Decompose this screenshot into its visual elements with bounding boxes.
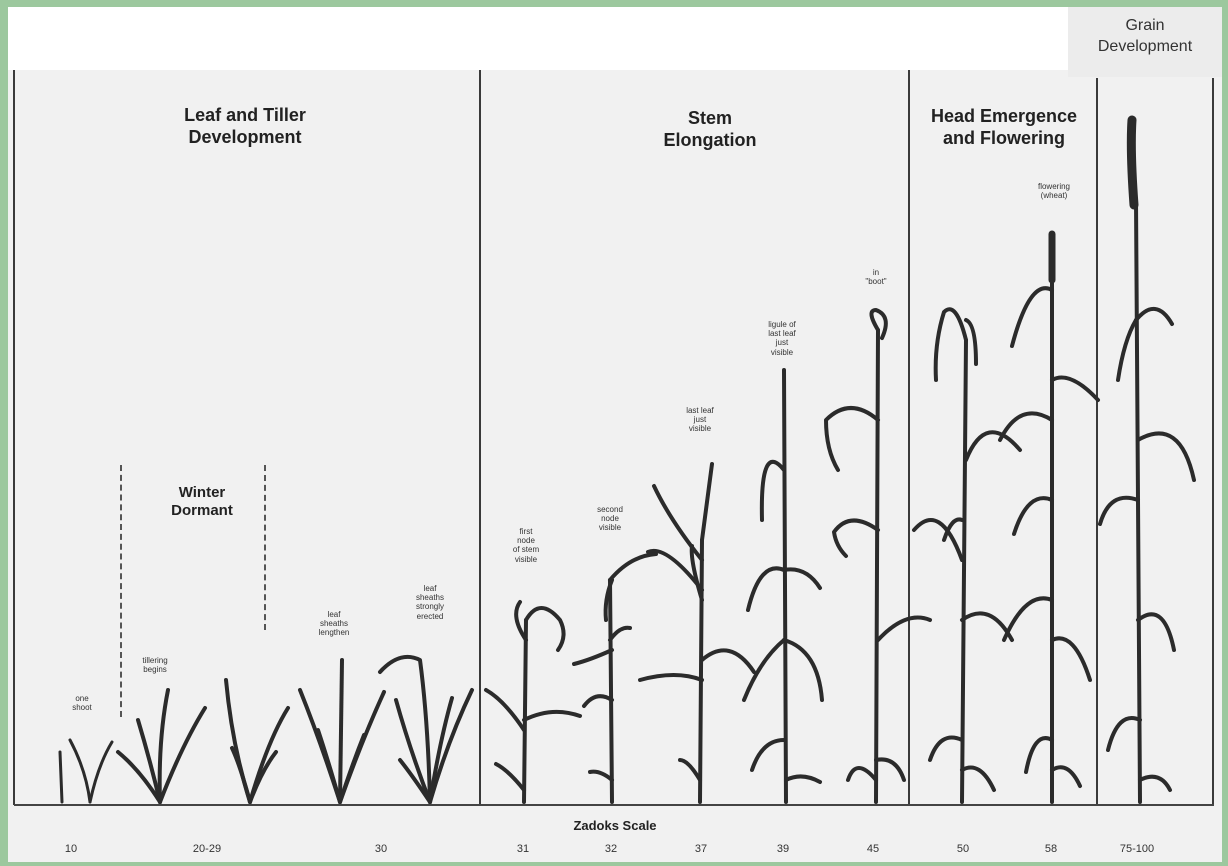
axis-label-zadoks: Zadoks Scale [573, 818, 657, 833]
plant-stage-75-100 [1098, 115, 1196, 804]
note-boot: in "boot" [865, 268, 887, 287]
note-ligule: ligule of last leaf just visible [768, 320, 796, 357]
note-last-leaf: last leaf just visible [686, 406, 714, 434]
plant-stage-10 [58, 738, 114, 804]
plant-stage-32 [572, 552, 658, 804]
left-border-line [13, 70, 15, 805]
plant-stage-30b [378, 655, 474, 804]
tick-20-29: 20-29 [192, 843, 222, 855]
dormant-start-dashed [120, 465, 122, 717]
plant-stage-58 [998, 230, 1100, 804]
note-second-node: second node visible [597, 505, 623, 533]
diagram-paper [8, 70, 1222, 862]
tick-45: 45 [866, 843, 880, 855]
section-title-head: Head Emergence and Flowering [930, 106, 1078, 148]
tick-37: 37 [694, 843, 708, 855]
section-title-leaf-tiller: Leaf and Tiller Development [184, 105, 306, 147]
grain-header-box [1068, 7, 1222, 77]
tick-50: 50 [956, 843, 970, 855]
plant-stage-39 [742, 368, 824, 804]
tick-39: 39 [776, 843, 790, 855]
plant-stage-20-29 [116, 688, 207, 804]
tick-31: 31 [516, 843, 530, 855]
dormant-end-dashed [264, 465, 266, 630]
right-border-line [1212, 78, 1214, 805]
plant-stage-31 [484, 600, 582, 804]
note-one-shoot: one shoot [72, 694, 92, 713]
divider-stem [479, 70, 481, 805]
tick-10: 10 [64, 843, 78, 855]
plant-stage-37 [638, 462, 756, 804]
tick-32: 32 [604, 843, 618, 855]
divider-head [908, 70, 910, 805]
tick-58: 58 [1044, 843, 1058, 855]
note-sheaths-lengthen: leaf sheaths lengthen [318, 610, 350, 638]
divider-grain [1096, 78, 1098, 805]
plant-stage-20-29b [224, 678, 290, 804]
section-title-stem: Stem Elongation [663, 108, 757, 150]
note-flowering: flowering (wheat) [1037, 182, 1070, 201]
plant-stage-50 [912, 307, 1022, 804]
plant-stage-30 [298, 658, 386, 804]
blank-header-area [8, 7, 1068, 70]
plant-stage-45 [824, 308, 932, 804]
note-first-node: first node of stem visible [512, 527, 540, 564]
section-title-winter: Winter Dormant [171, 484, 233, 519]
note-sheaths-erected: leaf sheaths strongly erected [415, 584, 445, 621]
tick-30: 30 [374, 843, 388, 855]
ground-line [14, 804, 1214, 806]
section-title-grain: Grain Development [1097, 17, 1193, 55]
note-tillering: tillering begins [142, 656, 168, 675]
tick-75-100: 75-100 [1119, 843, 1155, 855]
